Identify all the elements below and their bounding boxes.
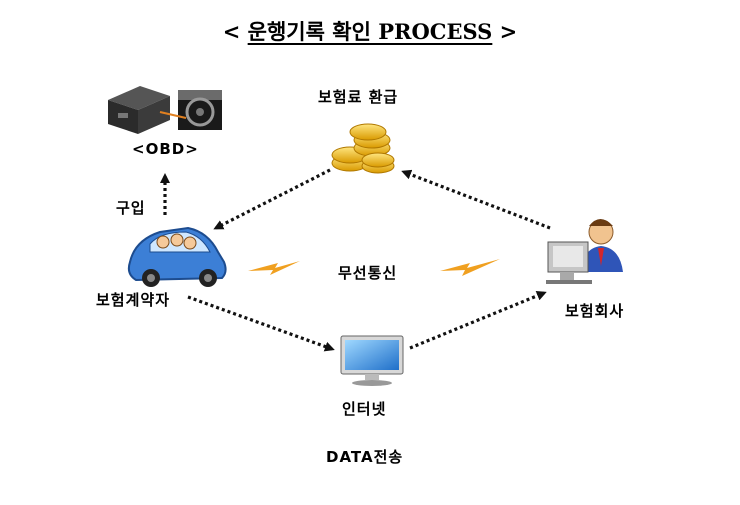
- lcd-monitor-icon: [340, 335, 404, 386]
- refund-label: 보험료 환급: [318, 88, 399, 106]
- data-transfer-label: DATA전송: [326, 448, 404, 466]
- lightning-icon: [248, 259, 500, 276]
- steering-wheel-icon: [159, 90, 222, 130]
- gold-coins-icon: [331, 123, 395, 174]
- arrow-internet-to-insurer: [409, 291, 547, 350]
- wireless-label: 무선통신: [338, 264, 398, 282]
- car-with-family-icon: [127, 226, 227, 287]
- insurer-label: 보험회사: [565, 302, 625, 320]
- page-title-text: 운행기록 확인 PROCESS: [247, 19, 493, 44]
- arrow-refund-to-policyholder: [213, 168, 331, 230]
- internet-label: 인터넷: [342, 400, 387, 418]
- page-title: < 운행기록 확인 PROCESS >: [222, 19, 518, 44]
- policyholder-label: 보험계약자: [96, 291, 171, 309]
- obd-label: <OBD>: [132, 140, 199, 158]
- businessman-at-computer-icon: [546, 219, 623, 284]
- arrow-policyholder-to-internet: [187, 295, 335, 352]
- arrow-insurer-to-refund: [401, 169, 551, 230]
- purchase-label: 구입: [116, 199, 146, 217]
- obd-device-icon: [108, 86, 170, 134]
